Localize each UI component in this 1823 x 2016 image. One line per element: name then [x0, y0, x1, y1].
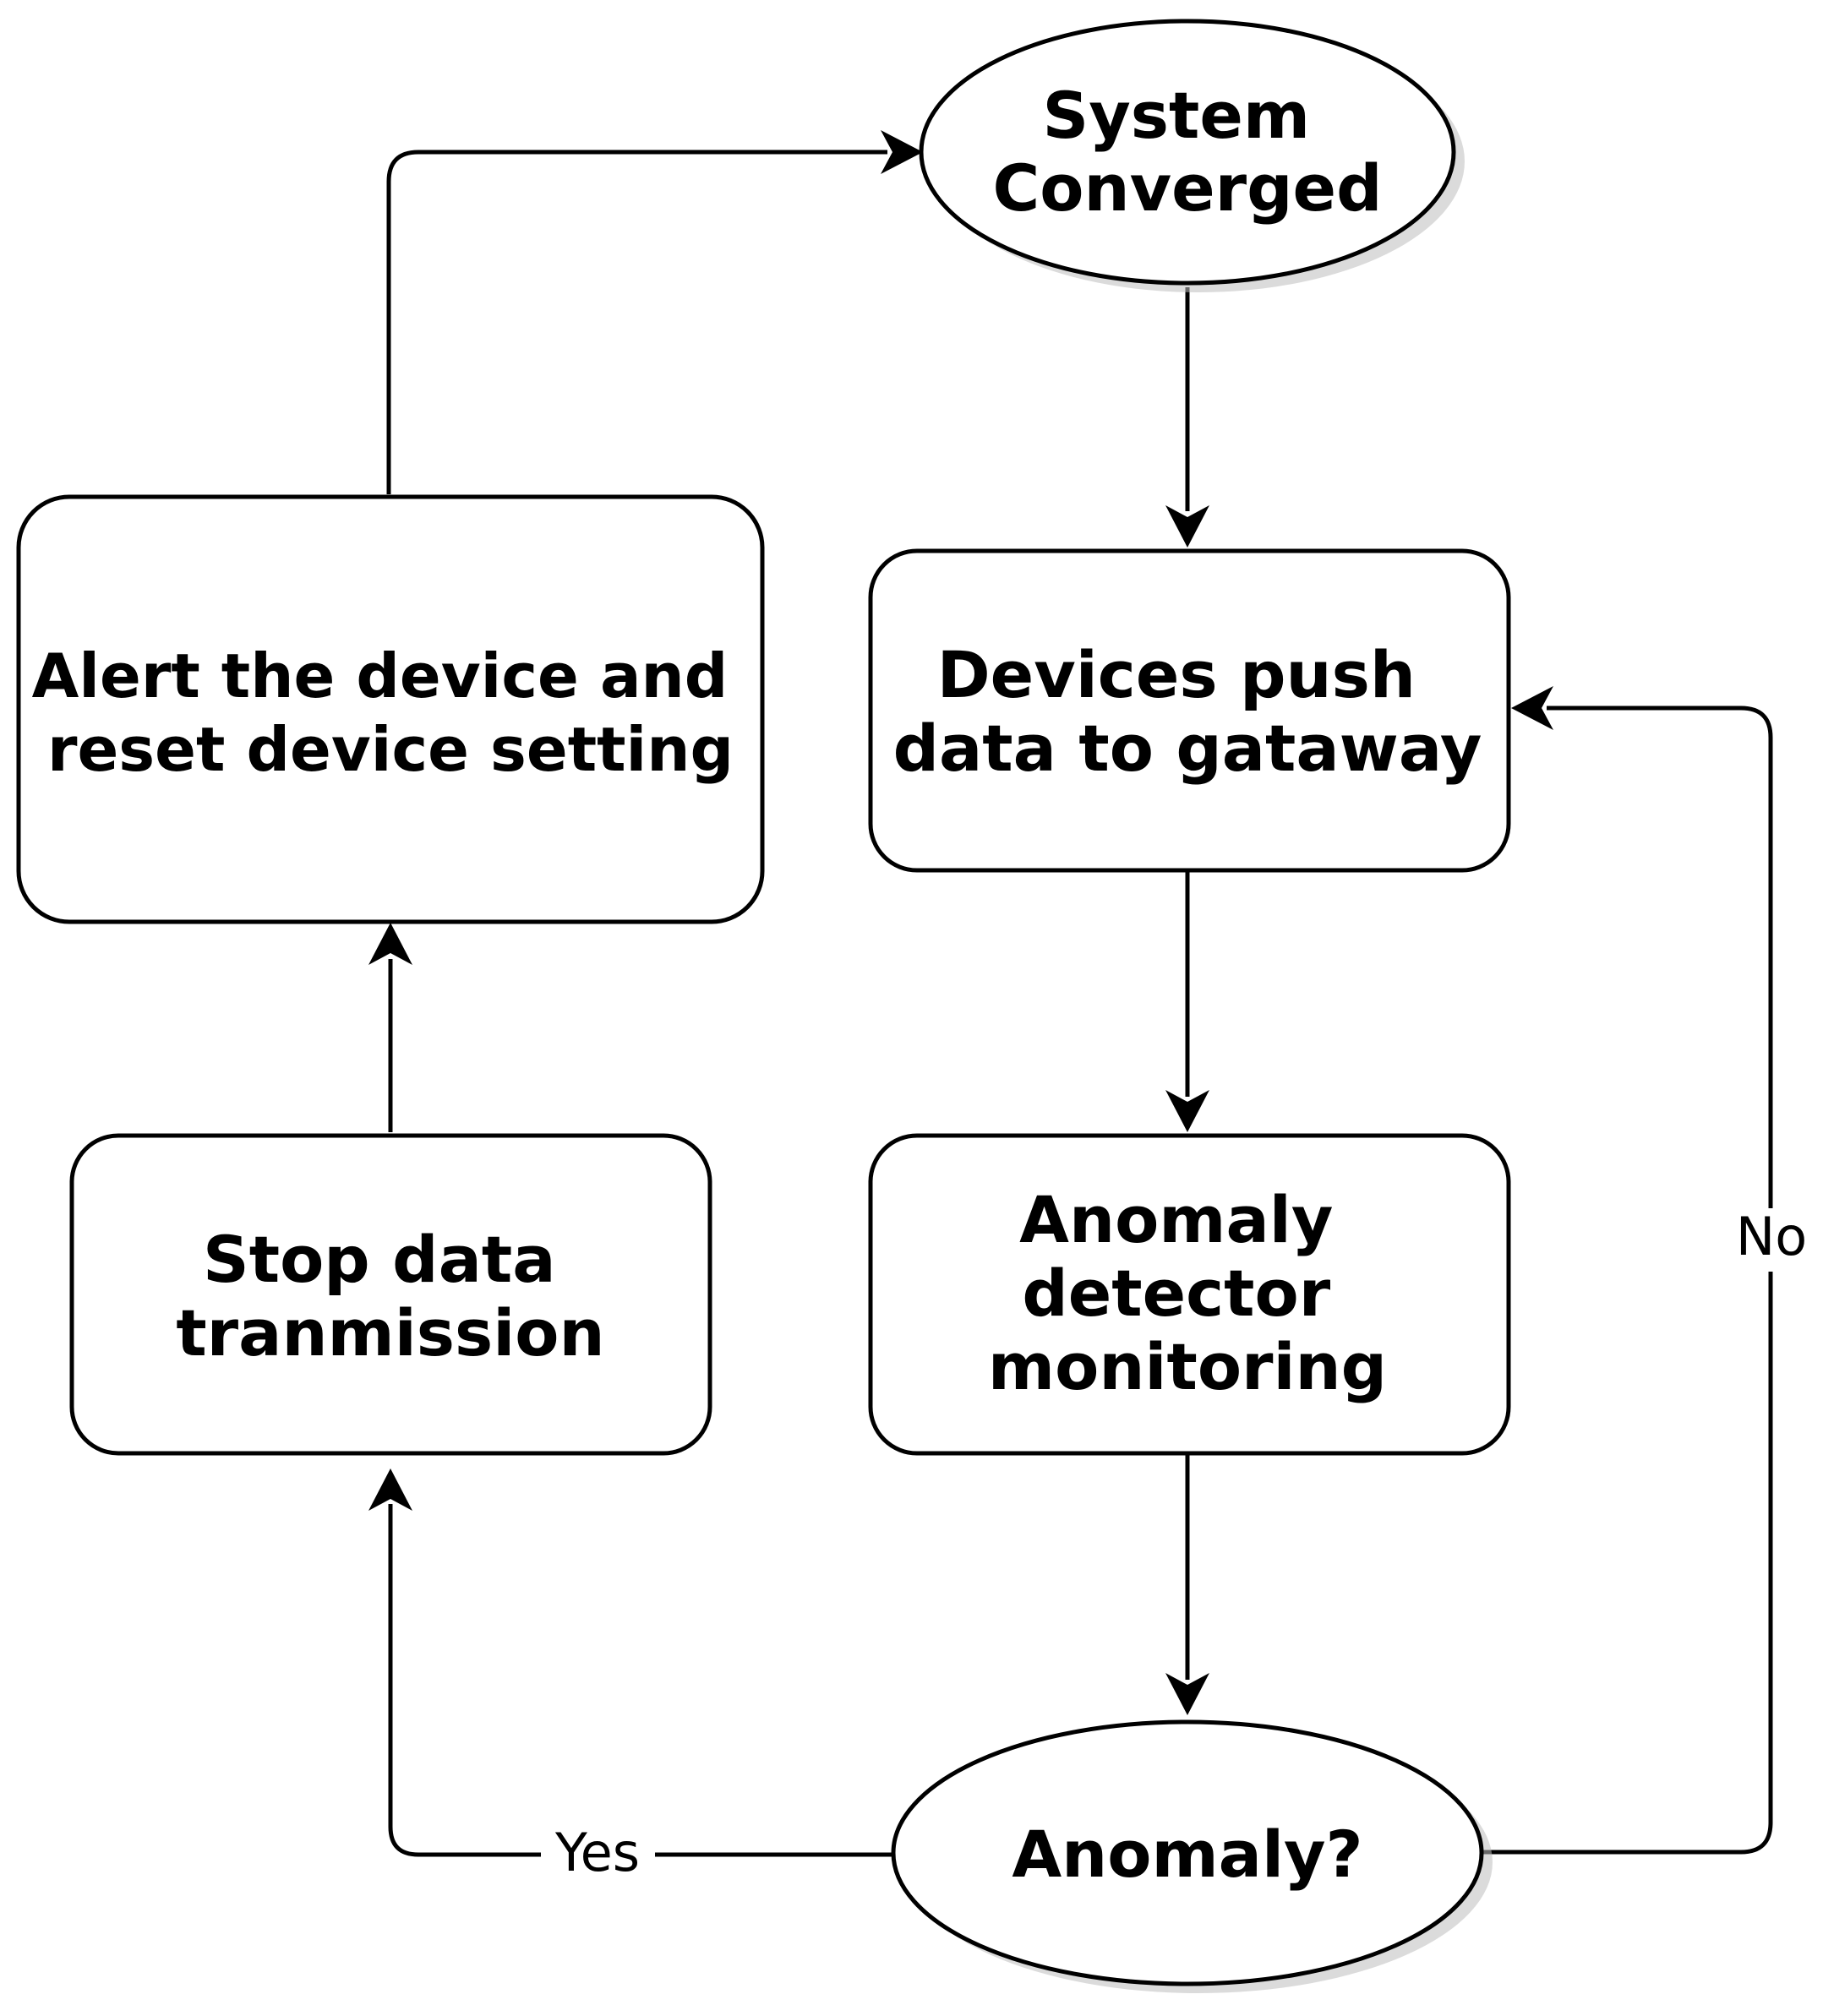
node-stop-transmission-line-1: Stop data — [203, 1222, 555, 1297]
node-anomaly-detector-line-1: Anomaly — [1019, 1182, 1333, 1257]
node-stop-transmission-line-2: tranmission — [176, 1295, 604, 1370]
arrowhead-devices-top — [1165, 505, 1209, 548]
arrowhead-converged — [881, 130, 923, 174]
svg-text:Anomaly?: Anomaly? — [1012, 1817, 1362, 1892]
node-anomaly-detector-line-3: monitoring — [988, 1329, 1387, 1404]
node-devices-push: Devices push data to gataway — [868, 548, 1511, 873]
node-system-converged-line-1: System — [1042, 78, 1310, 153]
node-anomaly-decision: Anomaly? — [891, 1719, 1493, 1993]
node-alert-reset-line-1: Alert the device and — [32, 640, 729, 711]
edge-label-no: No — [1736, 1206, 1807, 1267]
svg-text:System Converged: System Converged — [992, 78, 1382, 226]
node-devices-push-line-2: data to gataway — [893, 711, 1482, 786]
edge-yes — [388, 1504, 896, 1857]
arrowhead-detector — [1165, 1090, 1209, 1132]
svg-text:Devices push data to gat: Devices push data to gataway — [893, 637, 1482, 786]
node-anomaly-detector: Anomaly detector monitoring — [868, 1133, 1511, 1456]
arrowhead-devices-side — [1511, 686, 1553, 730]
arrowhead-decision — [1165, 1673, 1209, 1715]
svg-text:Anomaly detector m: Anomaly detector monitoring — [988, 1182, 1387, 1404]
node-alert-reset: Alert the device and reset device settin… — [16, 494, 765, 924]
node-system-converged-line-2: Converged — [992, 150, 1382, 226]
node-devices-push-line-1: Devices push — [937, 637, 1416, 712]
edges — [368, 130, 1773, 1857]
arrowhead-stop — [368, 1468, 412, 1511]
svg-text:Stop data tranmission: Stop data tranmission — [176, 1222, 604, 1370]
node-stop-transmission: Stop data tranmission — [69, 1133, 712, 1456]
edge-label-yes: Yes — [554, 1822, 640, 1883]
edge-no — [1481, 706, 1773, 1855]
node-anomaly-detector-line-2: detector — [1022, 1256, 1330, 1331]
node-anomaly-decision-line-1: Anomaly? — [1012, 1817, 1362, 1892]
node-alert-reset-line-2: reset device setting — [47, 714, 734, 785]
node-system-converged: System Converged — [919, 19, 1465, 292]
svg-text:Alert the device and res: Alert the device and reset device settin… — [32, 640, 750, 785]
edge-alert-to-converged — [386, 150, 887, 494]
edge-labels: Yes No — [541, 1206, 1810, 1886]
arrowhead-alert — [368, 923, 412, 965]
